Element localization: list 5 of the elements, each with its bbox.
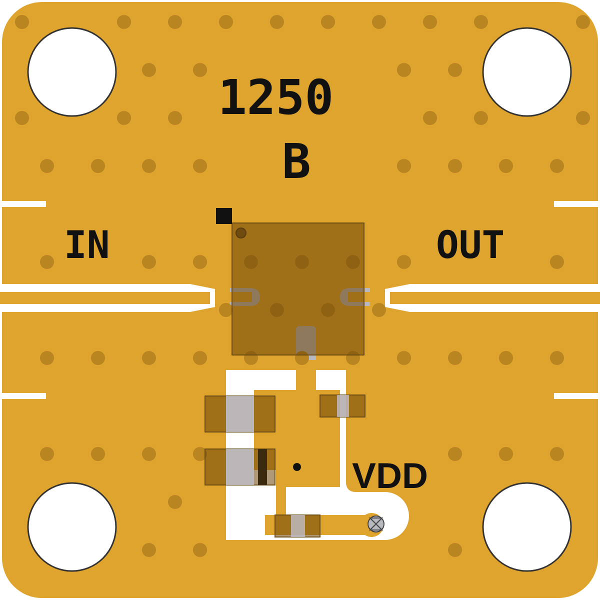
input-port-label: IN bbox=[64, 226, 110, 264]
supply-voltage-label: VDD bbox=[352, 458, 428, 494]
revision-label: B bbox=[282, 138, 311, 186]
output-port-label: OUT bbox=[436, 226, 505, 264]
part-number-label: 1250 bbox=[218, 74, 334, 122]
